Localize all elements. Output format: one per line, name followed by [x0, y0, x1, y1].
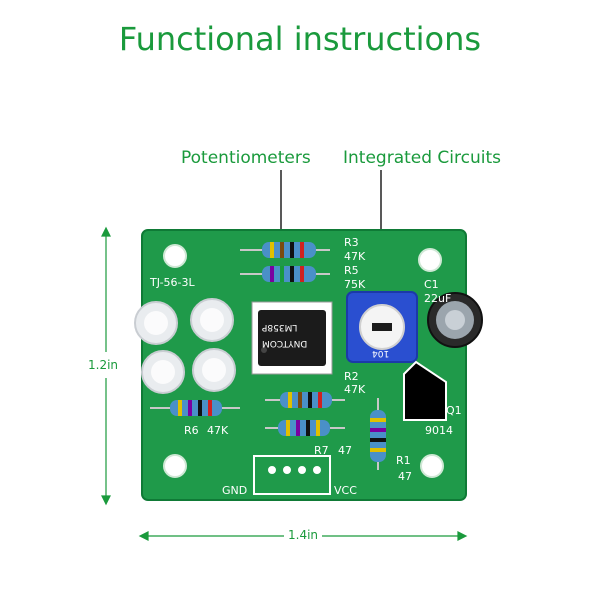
r3-value-label: 47K: [344, 250, 366, 263]
ic-marking-line1: LM358P: [262, 322, 298, 332]
r1-value-label: 47: [398, 470, 412, 483]
resistor-r7: [265, 420, 345, 436]
mounting-hole: [163, 244, 444, 478]
r5-name-label: R5: [344, 264, 359, 277]
r5-value-label: 75K: [344, 278, 366, 291]
potentiometer-marking: 104: [372, 348, 390, 358]
width-dimension-line: [138, 531, 468, 541]
r7-value-label: 47: [338, 444, 352, 457]
r6-value-label: 47K: [207, 424, 229, 437]
resistor-r1: [370, 398, 386, 470]
width-dimension-label: 1.4in: [288, 528, 319, 542]
potentiometer: [346, 291, 418, 363]
resistor-r2: [265, 392, 345, 408]
potentiometers-callout: Potentiometers: [181, 148, 311, 168]
c1-value-label: 22uF: [424, 292, 452, 305]
integrated-circuits-callout: Integrated Circuits: [343, 148, 502, 168]
r1-name-label: R1: [396, 454, 411, 467]
resistor-r6: [150, 400, 240, 416]
r3-name-label: R3: [344, 236, 359, 249]
resistor-r5: [240, 266, 330, 282]
led-cluster: [134, 298, 236, 394]
c1-name-label: C1: [424, 278, 439, 291]
led: [141, 350, 185, 394]
r7-name-label: R7: [314, 444, 329, 457]
resistor-r3: [240, 242, 330, 258]
led: [134, 301, 178, 345]
vcc-label: VCC: [334, 484, 357, 497]
led: [190, 298, 234, 342]
height-dimension-label: 1.2in: [88, 358, 119, 372]
r2-name-label: R2: [344, 370, 359, 383]
height-dimension-line: [101, 226, 111, 506]
power-connector: [253, 455, 331, 495]
page-title: Functional instructions: [118, 20, 482, 58]
q1-name-label: Q1: [446, 404, 462, 417]
lm358p-chip: [251, 301, 333, 375]
r2-value-label: 47K: [344, 383, 366, 396]
led: [192, 348, 236, 392]
r6-name-label: R6: [184, 424, 199, 437]
gnd-label: GND: [222, 484, 248, 497]
capacitor-c1: [427, 292, 483, 348]
board-name-label: TJ-56-3L: [150, 276, 195, 289]
transistor-q1: [403, 360, 447, 421]
q1-value-label: 9014: [425, 424, 453, 437]
ic-marking-line2: DNYTCOM: [262, 338, 308, 348]
